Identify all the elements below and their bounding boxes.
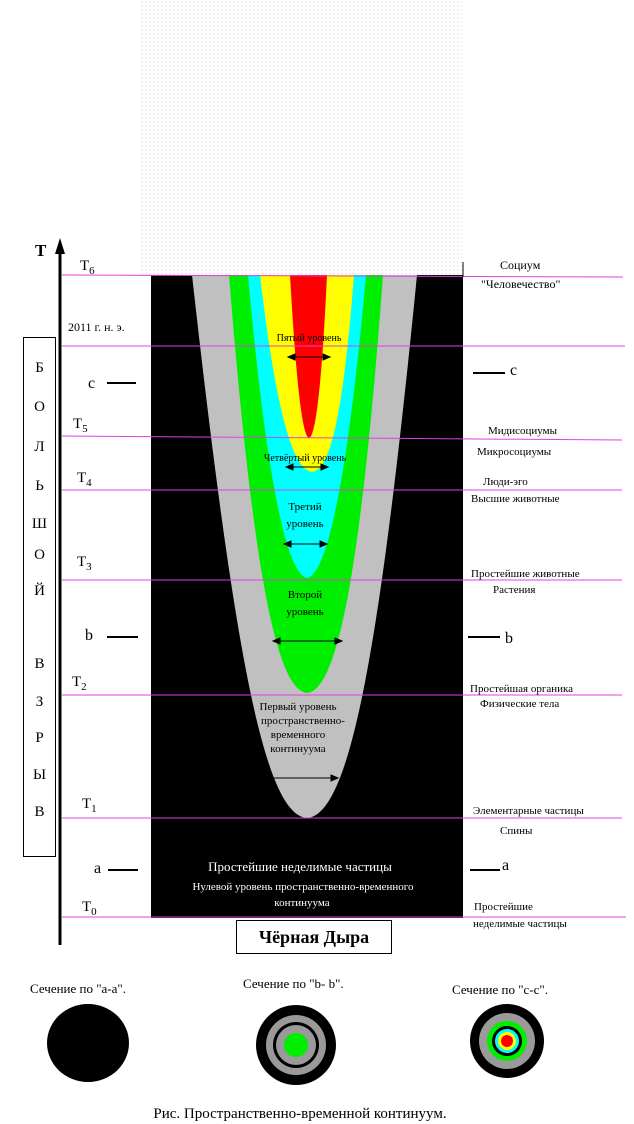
- label-simple-particles-1: Простейшие: [474, 901, 533, 913]
- label-first-level-3: временного: [271, 729, 326, 741]
- label-first-level-2: пространственно-: [261, 715, 345, 727]
- section-aa-disc: [47, 1004, 129, 1082]
- big-bang-letter: В: [34, 656, 45, 672]
- tick-t1: T1: [82, 796, 97, 815]
- label-physical-bodies: Физические тела: [480, 698, 559, 710]
- black-hole-label: Чёрная Дыра: [236, 920, 392, 954]
- label-plants: Растения: [493, 584, 535, 596]
- marker-b-left: b: [85, 627, 93, 644]
- label-second-level-1: Второй: [288, 589, 322, 601]
- label-zero-level-1: Простейшие неделимые частицы: [208, 859, 392, 874]
- big-bang-letter: З: [35, 694, 44, 710]
- label-second-level-2: уровень: [286, 606, 323, 618]
- label-simple-animals: Простейшие животные: [471, 568, 580, 580]
- label-fourth-level: Четвёртый уровень: [264, 453, 347, 464]
- tick-t2: T2: [72, 674, 87, 693]
- label-third-level-2: уровень: [286, 518, 323, 530]
- section-aa-label: Сечение по "а-а".: [30, 981, 126, 996]
- label-higher-animals: Высшие животные: [471, 493, 560, 505]
- big-bang-letter: Ь: [35, 478, 44, 494]
- marker-b-right: b: [505, 630, 513, 647]
- label-spins: Спины: [500, 825, 533, 837]
- marker-c-left: c: [88, 375, 95, 392]
- tick-t3: T3: [77, 554, 92, 573]
- big-bang-letter: Й: [34, 583, 45, 599]
- tick-2011: 2011 г. н. э.: [68, 320, 125, 334]
- label-first-level-4: континуума: [270, 743, 325, 755]
- guide-lines: [61, 274, 626, 918]
- big-bang-box: Б О Л Ь Ш О Й В З Р Ы В: [23, 337, 56, 857]
- big-bang-letter: Л: [34, 439, 45, 455]
- label-socium: Социум: [500, 258, 541, 272]
- big-bang-letter: О: [34, 547, 45, 563]
- section-cc-disc: [470, 1004, 544, 1078]
- label-fifth-level: Пятый уровень: [277, 333, 342, 344]
- big-bang-letter: Ш: [31, 516, 48, 532]
- label-elementary-particles: Элементарные частицы: [473, 805, 584, 817]
- tick-t5: T5: [73, 416, 88, 435]
- tick-t6: T6: [80, 258, 95, 277]
- tick-t4: T4: [77, 470, 92, 489]
- label-humanity: "Человечество": [481, 277, 560, 291]
- big-bang-letter: Б: [35, 360, 44, 376]
- label-simple-particles-2: неделимые частицы: [473, 918, 567, 930]
- section-bb-disc: [256, 1005, 336, 1085]
- dotted-background: [140, 0, 462, 275]
- big-bang-letter: В: [34, 804, 45, 820]
- figure-caption: Рис. Пространственно-временной континуум…: [153, 1106, 447, 1122]
- label-zero-level-2: Нулевой уровень пространственно-временно…: [192, 881, 414, 893]
- label-zero-level-3: континуума: [274, 897, 329, 909]
- marker-c-right: c: [510, 362, 517, 379]
- big-bang-letter: О: [34, 399, 45, 415]
- marker-a-left: a: [94, 860, 101, 877]
- big-bang-letter: Р: [35, 730, 44, 746]
- label-midisocium: Мидисоциумы: [488, 425, 558, 437]
- time-axis-symbol: T: [35, 241, 47, 260]
- label-first-level-1: Первый уровень: [260, 701, 337, 713]
- big-bang-letter: Ы: [32, 767, 47, 783]
- section-bb-label: Сечение по "b- b".: [243, 976, 344, 991]
- time-axis-arrow: [55, 238, 65, 254]
- label-third-level-1: Третий: [288, 501, 321, 513]
- label-people-ego: Люди-эго: [483, 476, 528, 488]
- marker-a-right: a: [502, 857, 509, 874]
- width-arrows: [262, 353, 344, 782]
- section-cc-label: Сечение по "с-с".: [452, 982, 548, 997]
- tick-t0: T0: [82, 899, 97, 918]
- label-simple-organic: Простейшая органика: [470, 683, 573, 695]
- label-microsocium: Микросоциумы: [477, 446, 552, 458]
